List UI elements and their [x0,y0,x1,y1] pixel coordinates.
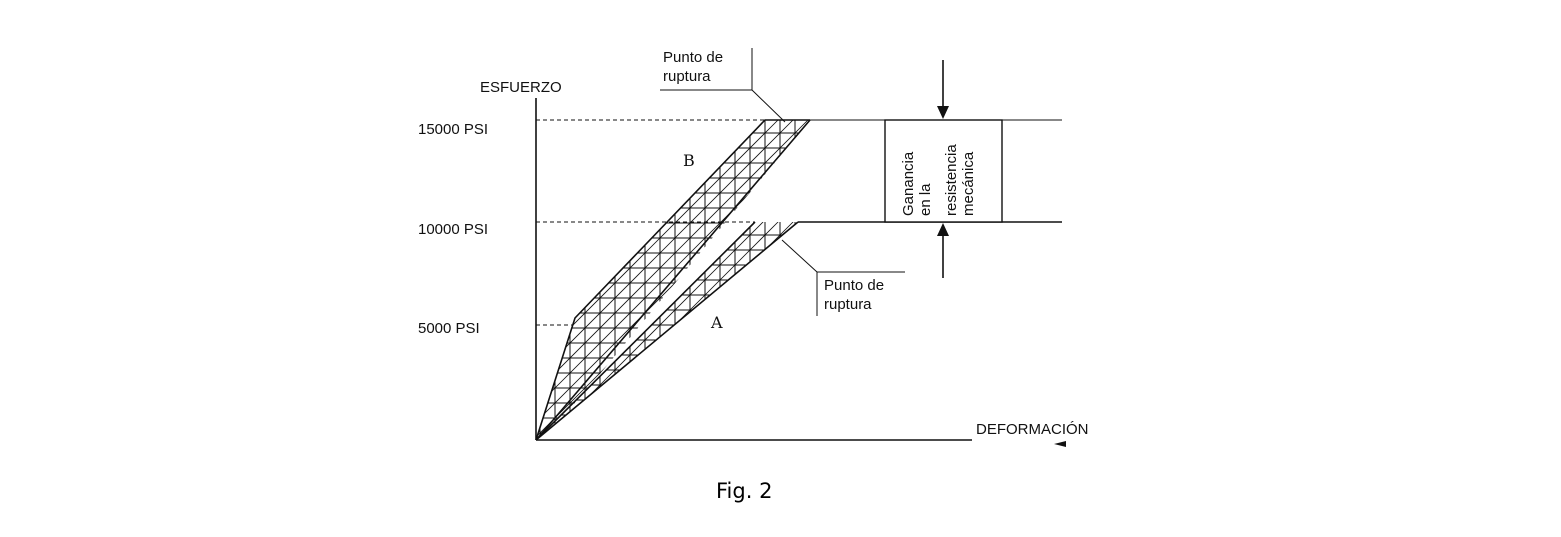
axes [535,98,1066,447]
figure-caption: Fig. 2 [716,479,772,503]
gain-box-line3: resistencia [943,144,960,216]
hatch-line [536,120,781,440]
curve-a-lower-line [535,221,799,441]
hatch-line [737,222,798,440]
y-tick-10000: 10000 PSI [418,221,488,238]
curve-b-label: B [683,151,695,170]
break-point-b-callout: Punto de ruptura [660,48,786,123]
gain-box-line2: en la [917,183,934,216]
y-axis-label: ESFUERZO [480,79,562,96]
hatch-line [536,120,810,440]
hatch-line [536,120,556,440]
callout-b-leader [751,89,786,123]
hatch-line [536,120,571,440]
hatch-line [536,120,810,440]
hatch-line [536,120,541,440]
gain-box-line4: mecánica [960,151,977,216]
y-tick-5000: 5000 PSI [418,320,480,337]
hatch-line [536,120,691,440]
x-axis-label: DEFORMACIÓN [976,421,1089,438]
gain-arrow-down-icon [937,106,949,119]
hatch-line [536,120,706,440]
hatch-line [536,120,616,440]
hatch-line [767,222,798,440]
hatch-line [797,222,798,440]
hatch-line [536,120,810,440]
hatch-line [722,222,798,440]
break-point-a-callout: Punto de ruptura [781,239,905,316]
hatch-line [536,120,796,440]
gain-arrows [937,60,949,278]
curve-a-label: A [710,313,723,332]
hatch-line [752,222,798,440]
hatch-line [536,120,646,440]
callout-a-leader [781,239,818,273]
gain-box-frame [884,119,1003,223]
hatch-line [782,222,798,440]
break-point-a-line2: ruptura [824,296,872,313]
break-point-b-line2: ruptura [663,68,711,85]
break-point-a-line1: Punto de [824,277,884,294]
curve-b-upper-line [535,119,810,441]
hatch-line [692,222,798,440]
curve-a-upper-line [535,221,756,441]
x-axis-arrow-icon [1054,441,1066,447]
gain-arrow-up-icon [937,223,949,236]
break-point-b-line1: Punto de [663,49,723,66]
hatch-line [536,120,721,440]
hatch-line [536,120,676,440]
hatch-line [536,120,631,440]
gain-box: Ganancia en la resistencia mecánica [884,119,1003,223]
y-tick-15000: 15000 PSI [418,121,488,138]
gain-box-line1: Ganancia [900,151,917,216]
curve-b-lower-line [535,119,811,441]
hatch-line [707,222,798,440]
